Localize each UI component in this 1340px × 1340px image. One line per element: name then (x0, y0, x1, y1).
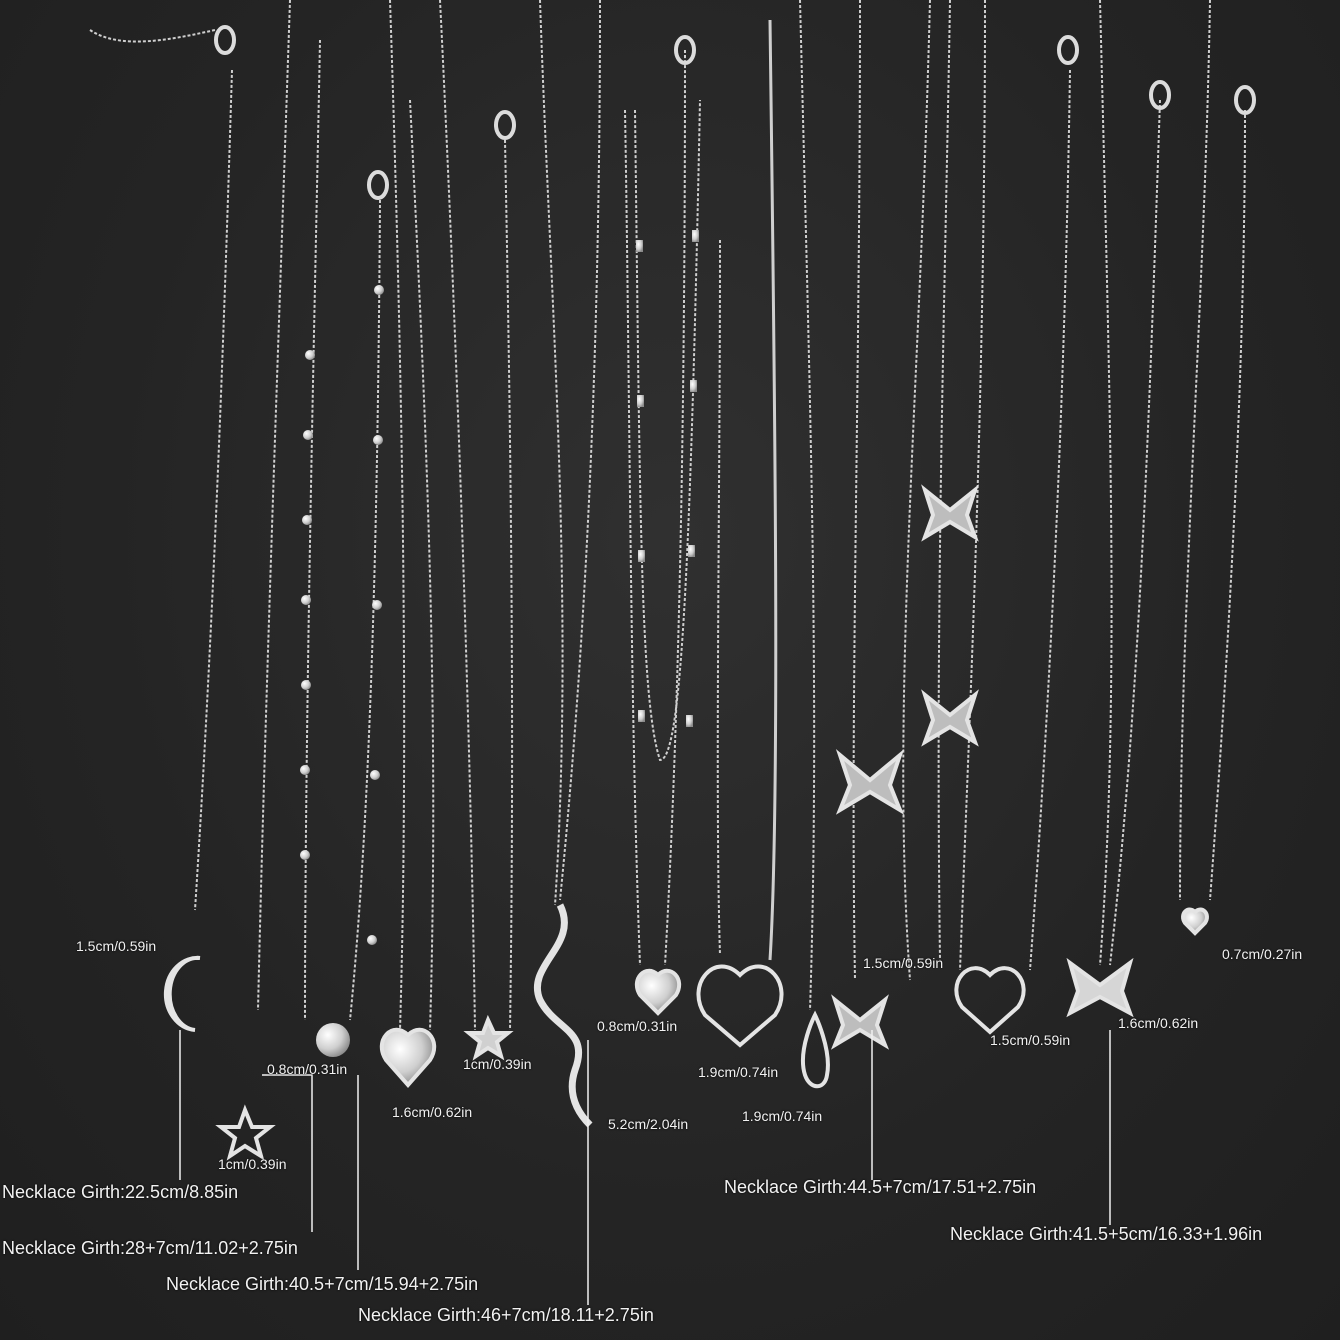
chain-knot-heart-right (1029, 69, 1071, 971)
butterfly-icon (921, 484, 979, 542)
girth-label-3: Necklace Girth:40.5+7cm/15.94+2.75in (166, 1274, 479, 1294)
moon-size-label: 1.5cm/0.59in (76, 938, 157, 954)
butterfly-icon (835, 748, 905, 815)
rhinestone-butterfly-icon (1066, 957, 1134, 1018)
drop-icon (801, 1010, 830, 1089)
chain-rhinestone-butterfly-left (1099, 0, 1113, 966)
knot-heart-size-label: 1.5cm/0.59in (990, 1032, 1071, 1048)
clasp-icon (494, 110, 516, 140)
chain-open-heart-left (716, 239, 721, 956)
star-arrow-size-label: 1cm/0.39in (463, 1056, 532, 1072)
clasps (214, 25, 1256, 200)
chain-knot-heart-left (959, 0, 986, 971)
star-icon (215, 1104, 276, 1161)
tiny-heart-icon (1181, 907, 1209, 936)
measurement-lines (179, 1030, 1111, 1305)
chain-star-small (257, 0, 291, 1011)
chain-moon-extender (89, 29, 216, 43)
girth-label-2: Necklace Girth:28+7cm/11.02+2.75in (2, 1238, 298, 1258)
star-arrow-icon (463, 1014, 514, 1061)
chain-moon (194, 69, 233, 911)
chain-rhinestone-butterfly-right (1109, 99, 1161, 966)
open-heart-icon (696, 964, 784, 1048)
chain-snake (539, 0, 564, 906)
clasp-icon (674, 35, 696, 65)
chain-layer-short (634, 99, 701, 762)
chain-drop (799, 0, 816, 1011)
clasp-icon (1057, 35, 1079, 65)
devil-heart-icon (634, 968, 682, 1016)
puffy-heart-icon (379, 1027, 437, 1089)
chain-butterfly-a-left (852, 0, 861, 981)
butterfly-size-label: 1.5cm/0.59in (863, 955, 944, 971)
star-small-size-label: 1cm/0.39in (218, 1156, 287, 1172)
tiny-heart-size-label: 0.7cm/0.27in (1222, 946, 1303, 962)
chain-heart-left (389, 0, 406, 1031)
chain-pearl-left (304, 39, 321, 1021)
chain-butterflies-triple (937, 0, 951, 961)
open-heart-size-label: 1.9cm/0.74in (698, 1064, 779, 1080)
chain-devil-heart-left (624, 109, 641, 966)
rhinestone-butterfly-size-label: 1.6cm/0.62in (1118, 1015, 1199, 1031)
butterfly-icon (830, 994, 890, 1050)
chain-snake-2 (559, 0, 601, 901)
girth-label-6: Necklace Girth:41.5+5cm/16.33+1.96in (950, 1224, 1263, 1244)
clasp-icon (214, 25, 236, 55)
pearl-icon (316, 1023, 350, 1057)
chains (89, 0, 1246, 1031)
devil-heart-size-label: 0.8cm/0.31in (597, 1018, 678, 1034)
chain-devil-heart-right (664, 49, 686, 966)
chain-tiny-heart-right (1209, 109, 1246, 901)
girth-label-4: Necklace Girth:46+7cm/18.11+2.75in (358, 1305, 654, 1325)
beads (300, 230, 699, 945)
clasp-icon (1149, 80, 1171, 110)
pendants (163, 484, 1209, 1161)
drop-size-label: 1.9cm/0.74in (742, 1108, 823, 1124)
chain-butterfly-a-right (902, 0, 931, 981)
chain-tiny-heart-left (1179, 0, 1211, 901)
moon-icon (163, 955, 201, 1032)
chain-star-arrow-right (504, 139, 514, 1031)
snake-icon (534, 903, 593, 1128)
chain-pearl-right (349, 199, 381, 1021)
chain-open-heart-right (768, 19, 778, 961)
puffy-heart-size-label: 1.6cm/0.62in (392, 1104, 473, 1120)
girth-label-5: Necklace Girth:44.5+7cm/17.51+2.75in (724, 1177, 1037, 1197)
snake-size-label: 5.2cm/2.04in (608, 1116, 689, 1132)
pearl-gap-size-label: 0.8cm/0.31in (267, 1061, 348, 1077)
chain-heart-right (409, 99, 435, 1031)
butterfly-icon (921, 689, 979, 747)
clasp-icon (1234, 85, 1256, 115)
chain-star-arrow-left (439, 0, 476, 1031)
girth-label-1: Necklace Girth:22.5cm/8.85in (2, 1182, 239, 1202)
knot-heart-icon (954, 966, 1026, 1035)
clasp-icon (367, 170, 389, 200)
